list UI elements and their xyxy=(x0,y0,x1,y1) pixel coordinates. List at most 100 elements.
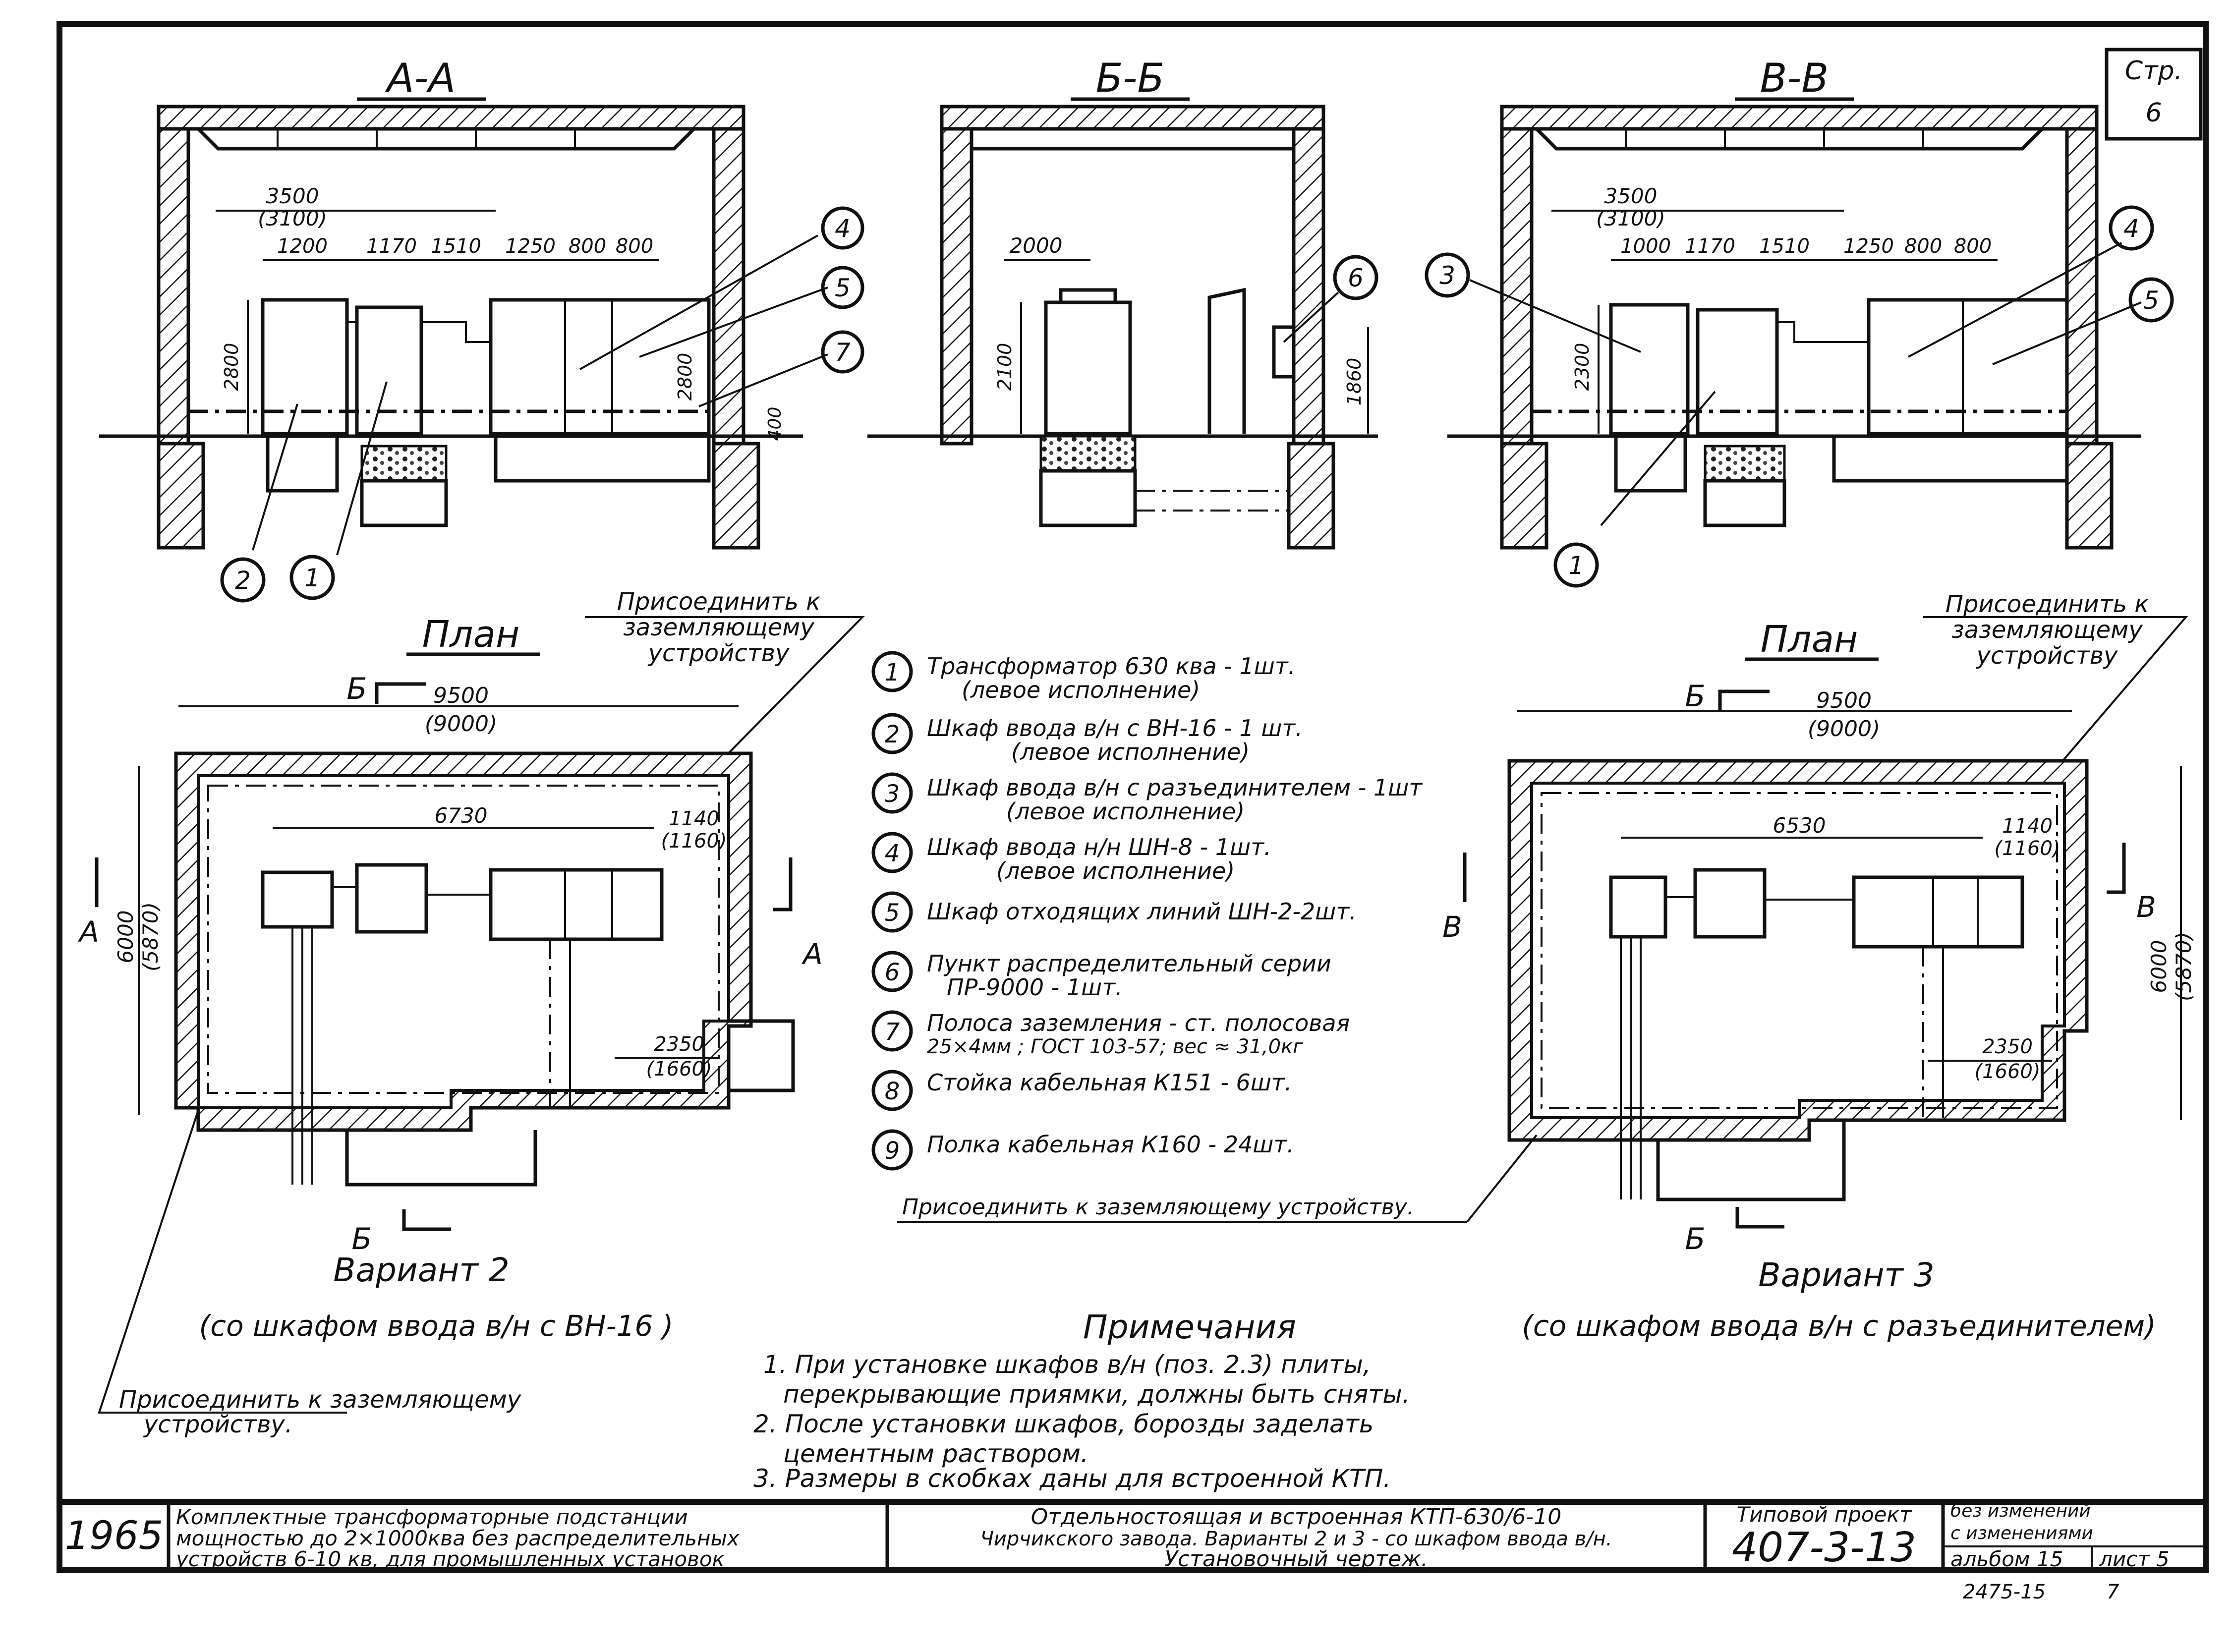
svg-text:(левое исполнение): (левое исполнение) xyxy=(1006,798,1245,825)
plan-left-dim-6000: 6000 xyxy=(114,911,138,964)
svg-text:6: 6 xyxy=(1348,264,1364,292)
plan-left-dim-5870: (5870) xyxy=(138,902,163,971)
plan-right-cut-v-right: В xyxy=(2136,890,2156,924)
legend-item-6: 6 Пункт распределительный серии ПР-9000 … xyxy=(871,950,1331,1001)
svg-text:Шкаф ввода в/н с разъединителе: Шкаф ввода в/н с разъединителем - 1шт xyxy=(927,774,1423,801)
title-stamp-n: 7 xyxy=(2107,1581,2119,1603)
svg-text:Полка кабельная К160 - 24шт.: Полка кабельная К160 - 24шт. xyxy=(927,1131,1294,1158)
plan-left-dim-9000: (9000) xyxy=(425,711,497,737)
dim-v-2300: 2300 xyxy=(1571,343,1593,391)
svg-text:3: 3 xyxy=(1439,261,1455,290)
dim-a-1250: 1250 xyxy=(505,235,556,258)
plan-right-dim-1660: (1660) xyxy=(1974,1060,2040,1083)
svg-text:25×4мм ; ГОСТ 103-57; вес ≈ 31: 25×4мм ; ГОСТ 103-57; вес ≈ 31,0кг xyxy=(927,1035,1304,1058)
page-label: Стр. 6 xyxy=(2105,48,2203,141)
title-block: 1965 Комплектные трансформаторные подста… xyxy=(59,1499,2206,1603)
plan-left-dim-1140: 1140 xyxy=(669,807,719,830)
dim-v-1250: 1250 xyxy=(1843,235,1894,258)
dim-a-1510: 1510 xyxy=(431,235,481,258)
svg-text:5: 5 xyxy=(2143,286,2159,315)
svg-text:7: 7 xyxy=(885,1018,900,1046)
dim-a-1170: 1170 xyxy=(366,235,417,258)
svg-text:7: 7 xyxy=(835,338,851,367)
svg-text:5: 5 xyxy=(835,274,851,302)
svg-text:8: 8 xyxy=(885,1078,900,1105)
svg-text:1: 1 xyxy=(304,564,320,592)
title-drawing-2: Чирчикского завода. Варианты 2 и 3 - со … xyxy=(980,1528,1612,1550)
page-label-title: Стр. xyxy=(2125,56,2182,86)
section-v-title: В-В xyxy=(1760,55,1829,101)
callout-3-v: 3 xyxy=(1425,252,1470,298)
dim-a-2800-right: 2800 xyxy=(674,353,696,401)
plan-left: План Присоединить к заземляющему устройс… xyxy=(77,588,865,1438)
title-project-number: 407-3-13 xyxy=(1732,1524,1916,1571)
svg-text:4: 4 xyxy=(885,840,900,867)
svg-text:9: 9 xyxy=(885,1137,900,1165)
svg-text:Шкаф ввода в/н с ВН-16 - 1 шт.: Шкаф ввода в/н с ВН-16 - 1 шт. xyxy=(927,715,1303,741)
svg-text:Пункт распределительный серии: Пункт распределительный серии xyxy=(927,950,1331,977)
plan-right-variant: Вариант 3 xyxy=(1758,1256,1935,1294)
dim-b-2100: 2100 xyxy=(994,343,1016,391)
svg-text:2: 2 xyxy=(235,566,251,595)
plan-right-dim-9500: 9500 xyxy=(1816,688,1872,713)
plan-right-dim-5870: (5870) xyxy=(2172,932,2196,1001)
plan-left-dim-9500: 9500 xyxy=(433,683,489,708)
dim-a-400: 400 xyxy=(765,407,785,441)
legend-item-9: 9 Полка кабельная К160 - 24шт. xyxy=(871,1129,1294,1171)
plan-right-dim-6000: 6000 xyxy=(2147,940,2171,993)
dim-b-2000: 2000 xyxy=(1010,233,1063,258)
plan-right-connect-line-2: заземляющему xyxy=(1951,616,2143,644)
plan-left-dim-6730: 6730 xyxy=(435,803,488,828)
notes-line-3: 2. После установки шкафов, борозды задел… xyxy=(753,1410,1374,1438)
title-changes-2: с изменениями xyxy=(1950,1523,2093,1543)
svg-text:4: 4 xyxy=(835,214,851,243)
dim-a-3500: 3500 xyxy=(266,184,319,208)
notes-line-5: 3. Размеры в скобках даны для встроенной… xyxy=(753,1464,1391,1493)
dim-a-800-2: 800 xyxy=(616,235,653,258)
legend-item-2: 2 Шкаф ввода в/н с ВН-16 - 1 шт. (левое … xyxy=(871,713,1303,765)
legend-connect: Присоединить к заземляющему устройству. xyxy=(902,1195,1414,1220)
plan-right-dim-9000: (9000) xyxy=(1808,716,1880,741)
plan-left-connect-line-3: устройству xyxy=(647,639,790,667)
plan-left-connect-bottom-2: устройству. xyxy=(143,1411,292,1438)
page-label-number: 6 xyxy=(2145,98,2162,128)
dim-a-1200: 1200 xyxy=(277,235,328,258)
title-desc-3: устройств 6-10 кв, для промышленных уста… xyxy=(175,1547,725,1571)
legend-item-3: 3 Шкаф ввода в/н с разъединителем - 1шт … xyxy=(871,772,1423,825)
svg-text:Полоса заземления - ст. полосо: Полоса заземления - ст. полосовая xyxy=(927,1010,1350,1036)
dim-a-2800-left: 2800 xyxy=(221,343,242,391)
plan-right-cut-b-bottom: Б xyxy=(1685,1222,1705,1256)
plan-left-variant: Вариант 2 xyxy=(333,1251,510,1289)
svg-text:Трансформатор 630 ква - 1шт.: Трансформатор 630 ква - 1шт. xyxy=(927,653,1295,680)
svg-text:1: 1 xyxy=(885,659,900,686)
plan-left-dim-1160: (1160) xyxy=(661,830,727,853)
plan-right-cut-b-top: Б xyxy=(1685,679,1705,714)
plan-left-connect-line-1: Присоединить к xyxy=(617,588,821,616)
callout-6-b: 6 xyxy=(1333,255,1378,300)
title-drawing-1: Отдельностоящая и встроенная КТП-630/6-1… xyxy=(1031,1504,1562,1530)
title-project-label: Типовой проект xyxy=(1737,1502,1912,1527)
callout-7-a: 7 xyxy=(821,330,864,374)
notes-line-1: 1. При установке шкафов в/н (поз. 2.3) п… xyxy=(763,1350,1371,1379)
plan-left-variant-note: (со шкафом ввода в/н с ВН-16 ) xyxy=(199,1309,674,1343)
plan-right-connect-line-3: устройству xyxy=(1976,642,2118,670)
section-b-title: Б-Б xyxy=(1096,55,1165,101)
dim-v-800-1: 800 xyxy=(1904,235,1942,258)
plan-right-dim-6530: 6530 xyxy=(1773,813,1826,838)
legend-item-5: 5 Шкаф отходящих линий ШН-2-2шт. xyxy=(871,891,1357,933)
title-changes-1: без изменений xyxy=(1950,1501,2091,1521)
section-a-title: А-А xyxy=(385,55,456,101)
title-year: 1965 xyxy=(65,1514,164,1558)
plan-left-connect-bottom-1: Присоединить к заземляющему xyxy=(119,1386,521,1414)
title-drawing-3: Установочный чертеж. xyxy=(1164,1546,1428,1572)
svg-text:4: 4 xyxy=(2123,214,2139,243)
svg-text:(левое исполнение): (левое исполнение) xyxy=(962,677,1200,703)
plan-left-title: План xyxy=(422,613,520,656)
svg-text:(левое исполнение): (левое исполнение) xyxy=(996,857,1235,884)
svg-text:1: 1 xyxy=(1568,551,1584,580)
legend-item-8: 8 Стойка кабельная К151 - 6шт. xyxy=(871,1069,1292,1111)
callout-2-a: 2 xyxy=(220,557,266,603)
dim-b-1860: 1860 xyxy=(1343,358,1365,406)
svg-text:ПР-9000 - 1шт.: ПР-9000 - 1шт. xyxy=(947,974,1123,1001)
legend-item-7: 7 Полоса заземления - ст. полосовая 25×4… xyxy=(871,1010,1350,1058)
